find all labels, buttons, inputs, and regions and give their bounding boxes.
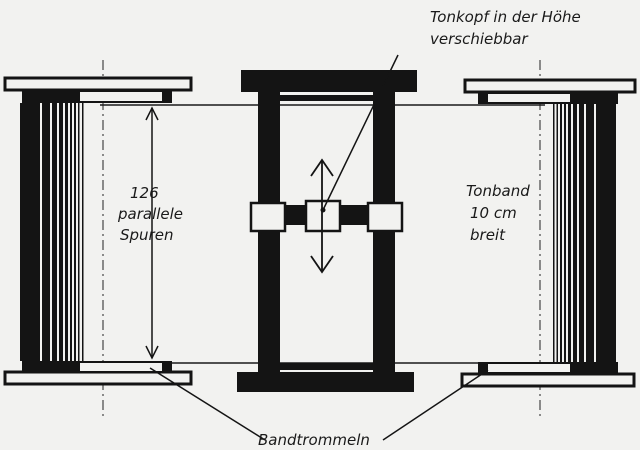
label-tracks-parallel: parallele [117,205,183,223]
height-adjust-arrow [310,158,334,274]
label-tape-head-2: verschiebbar [430,30,528,48]
label-tape: Tonband [466,182,530,200]
tape-head [304,199,342,233]
head-block-right [366,201,404,233]
label-tape-wide: breit [470,226,506,244]
label-tape-width: 10 cm [470,204,517,222]
label-drums: Bandtrommeln [258,431,370,449]
drum-leader-lines [149,367,489,441]
head-block-left [249,201,287,233]
label-tracks-count: 126 [130,184,159,202]
left-drum [3,76,193,386]
tape-head-leader [322,54,399,211]
label-tracks-word: Spuren [120,226,173,244]
right-drum [460,78,637,388]
tracks-dimension-arrow [145,106,159,360]
label-tape-head: Tonkopf in der Höhe [430,8,581,26]
